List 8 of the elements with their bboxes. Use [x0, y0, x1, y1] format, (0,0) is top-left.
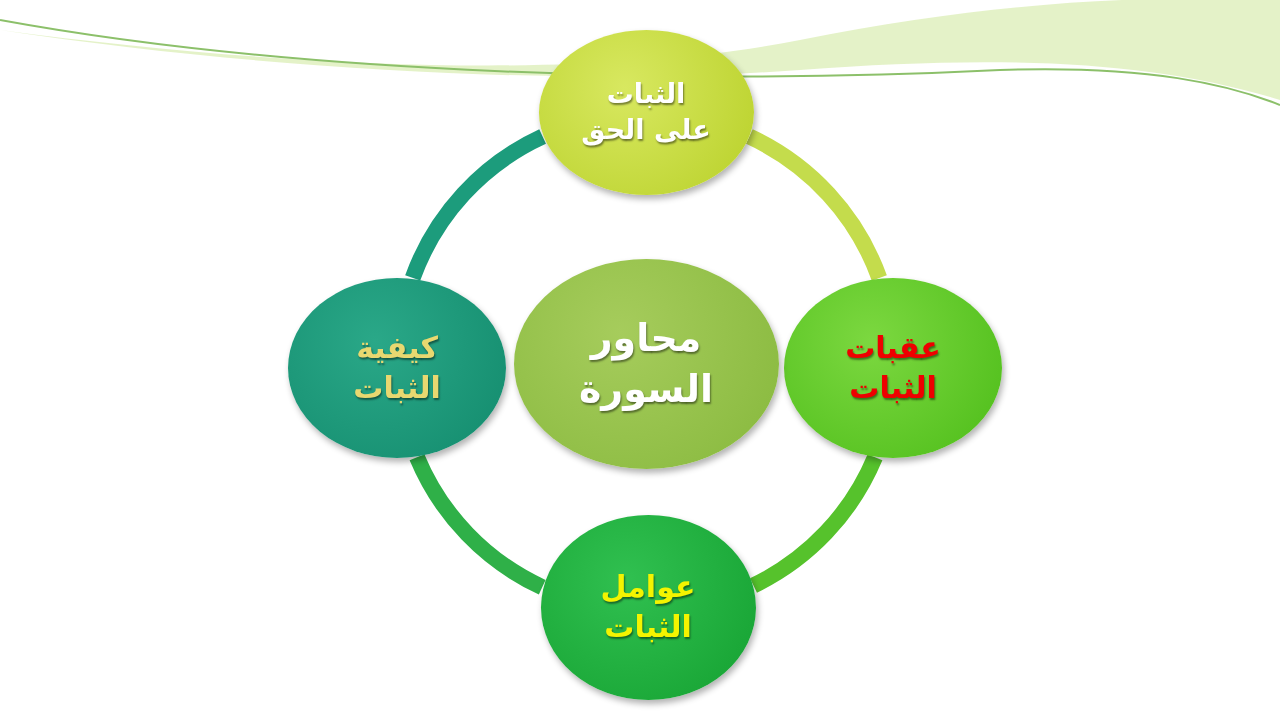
ring-connector	[405, 129, 547, 282]
ring-connector	[749, 453, 883, 593]
ring-connector	[745, 129, 887, 282]
node-label: عوامل الثبات	[599, 567, 697, 646]
node-label: محاور السورة	[577, 314, 715, 413]
node-label: كيفية الثبات	[352, 328, 442, 407]
node-label: الثبات على الحق	[580, 76, 712, 148]
node-label: عقبات الثبات	[844, 328, 942, 407]
